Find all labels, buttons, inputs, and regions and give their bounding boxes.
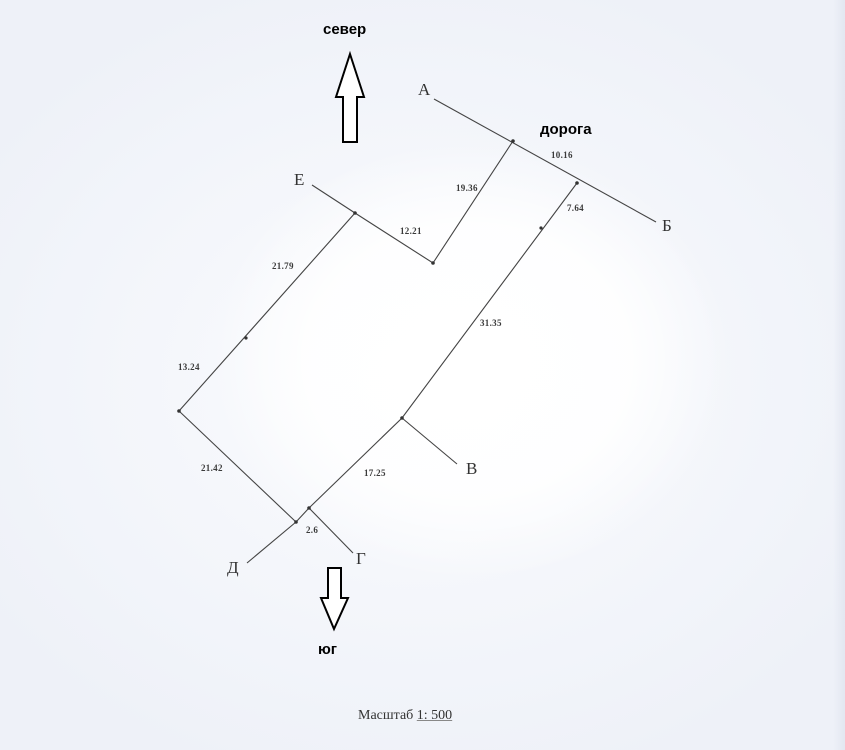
road-label: дорога — [540, 121, 592, 138]
dimension-road-segment: 10.16 — [551, 150, 573, 160]
dimension-right-long: 31.35 — [480, 318, 502, 328]
north-arrow-icon — [334, 50, 366, 143]
dimension-b-side-short: 7.64 — [567, 203, 584, 213]
point-label-e: Е — [294, 170, 305, 189]
dimension-a-side: 19.36 — [456, 183, 478, 193]
road-line — [433, 98, 657, 223]
line-to-d — [246, 521, 297, 564]
point-label-b: Б — [662, 216, 672, 235]
point-label-g: Г — [356, 549, 366, 568]
dimension-e-side: 12.21 — [400, 226, 422, 236]
line-to-e — [311, 184, 356, 214]
scale-label: Масштаб — [358, 708, 414, 723]
point-label-a: А — [418, 80, 431, 99]
point-label-v: В — [466, 459, 478, 478]
south-label: юг — [318, 641, 338, 658]
extension-lines — [246, 184, 458, 564]
scale-caption: Масштаб 1: 500 — [358, 708, 452, 724]
south-arrow-icon — [319, 567, 350, 632]
dimension-left-upper: 21.79 — [272, 261, 294, 271]
line-to-g — [308, 507, 354, 554]
dimension-left-lower: 13.24 — [178, 362, 200, 372]
dimension-bottom-short: 2.6 — [306, 525, 319, 535]
parcel-boundary — [178, 140, 578, 523]
scan-edge — [833, 0, 845, 750]
dimension-bottom-right: 17.25 — [364, 468, 386, 478]
dimension-bottom-left: 21.42 — [201, 463, 223, 473]
north-label: север — [323, 21, 367, 38]
line-to-v — [401, 417, 458, 465]
scale-ratio: 1: 500 — [416, 708, 453, 723]
point-label-d: Д — [227, 558, 239, 577]
vertex-markers — [177, 139, 579, 524]
